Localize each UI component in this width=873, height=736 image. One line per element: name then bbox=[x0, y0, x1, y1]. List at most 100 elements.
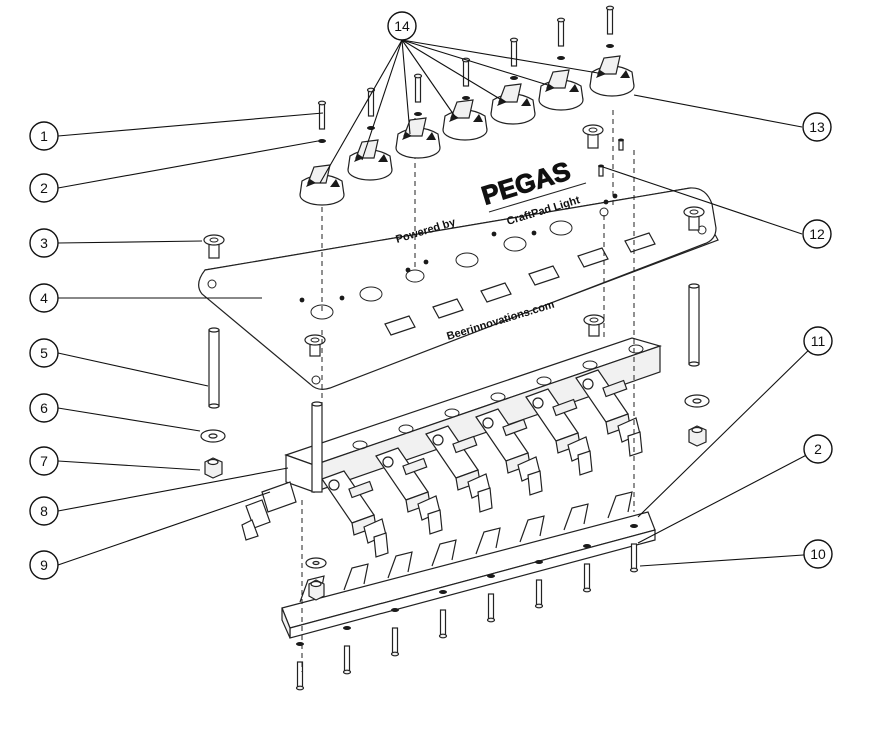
washer-right bbox=[684, 394, 710, 408]
panel-bolt-lower-right bbox=[583, 314, 605, 337]
svg-text:12: 12 bbox=[809, 226, 825, 242]
callout-6: 6 bbox=[29, 393, 59, 423]
set-screw bbox=[413, 73, 423, 116]
bracket-tab bbox=[431, 539, 457, 567]
valve-handle bbox=[490, 83, 536, 125]
washer-left bbox=[200, 429, 226, 443]
svg-text:2: 2 bbox=[40, 180, 48, 196]
callout-2-left: 2 bbox=[29, 173, 59, 203]
valve-handle bbox=[538, 69, 584, 111]
bracket-tab bbox=[563, 503, 589, 531]
set-screw bbox=[461, 57, 471, 100]
panel-screw-head bbox=[405, 267, 411, 273]
bottom-screw bbox=[342, 626, 352, 675]
bracket-tab bbox=[519, 515, 545, 543]
manifold-port bbox=[582, 360, 598, 370]
svg-text:3: 3 bbox=[40, 235, 48, 251]
bottom-screw bbox=[438, 590, 448, 639]
ball-valve bbox=[475, 408, 543, 496]
bottom-bracket bbox=[281, 491, 656, 639]
callout-10: 10 bbox=[803, 539, 833, 569]
panel-screw bbox=[618, 138, 624, 151]
callout-14: 14 bbox=[387, 11, 417, 41]
panel-window bbox=[624, 232, 656, 253]
svg-text:7: 7 bbox=[40, 453, 48, 469]
ball-valve bbox=[321, 470, 389, 558]
bracket-tab bbox=[387, 551, 413, 579]
panel-screw-head bbox=[531, 230, 537, 236]
panel-screw-head bbox=[491, 231, 497, 237]
svg-text:11: 11 bbox=[811, 333, 826, 349]
svg-text:4: 4 bbox=[40, 290, 48, 306]
standoff-right bbox=[688, 283, 700, 367]
callout-4: 4 bbox=[29, 283, 59, 313]
bottom-screw bbox=[582, 544, 592, 593]
nut-bottom bbox=[308, 579, 325, 601]
bottom-screw bbox=[390, 608, 400, 657]
bottom-screw bbox=[295, 642, 305, 691]
manifold-port bbox=[628, 344, 644, 354]
callout-5: 5 bbox=[29, 338, 59, 368]
nut-left bbox=[204, 457, 223, 479]
valve-handle bbox=[299, 164, 345, 206]
bracket-tab bbox=[607, 491, 633, 519]
valve-handle bbox=[347, 139, 393, 181]
panel-screw-head bbox=[339, 295, 345, 301]
callout-11: 11 bbox=[803, 326, 833, 356]
callout-12: 12 bbox=[802, 219, 832, 249]
bracket-tab bbox=[475, 527, 501, 555]
set-screw bbox=[509, 37, 519, 80]
svg-text:10: 10 bbox=[810, 546, 826, 562]
manifold-port bbox=[398, 424, 414, 434]
bottom-screws bbox=[295, 524, 639, 691]
svg-text:9: 9 bbox=[40, 557, 48, 573]
manifold-port bbox=[536, 376, 552, 386]
svg-text:8: 8 bbox=[40, 503, 48, 519]
manifold-port bbox=[490, 392, 506, 402]
set-screw bbox=[317, 100, 327, 143]
standoff-center bbox=[311, 401, 323, 493]
bottom-screw bbox=[629, 524, 639, 573]
ball-valve bbox=[375, 447, 443, 535]
leader-lines bbox=[57, 39, 819, 567]
washer-bottom bbox=[305, 557, 327, 569]
manifold-port bbox=[352, 440, 368, 450]
panel-window bbox=[528, 265, 560, 286]
panel-window bbox=[432, 298, 464, 319]
inlet-fitting bbox=[241, 481, 297, 541]
panel-bolt-lower bbox=[304, 334, 326, 357]
set-screw bbox=[605, 5, 615, 48]
valve-handle bbox=[395, 117, 441, 159]
panel-screw-head bbox=[603, 199, 609, 205]
panel-window bbox=[480, 282, 512, 303]
panel-screw-head bbox=[299, 297, 305, 303]
panel-window bbox=[577, 247, 609, 268]
svg-text:5: 5 bbox=[40, 345, 48, 361]
valve-handle bbox=[589, 55, 635, 97]
assembly-lines bbox=[301, 110, 635, 672]
panel-window bbox=[384, 315, 416, 336]
manifold-port bbox=[444, 408, 460, 418]
set-screw bbox=[556, 17, 566, 60]
svg-text:14: 14 bbox=[394, 18, 410, 34]
ball-valve bbox=[425, 425, 493, 513]
callout-13: 13 bbox=[802, 112, 832, 142]
panel-screw-head bbox=[423, 259, 429, 265]
nut-right bbox=[688, 425, 707, 447]
bottom-screw bbox=[486, 574, 496, 623]
svg-text:2: 2 bbox=[814, 441, 822, 457]
valve-handles bbox=[299, 55, 635, 206]
callout-9: 9 bbox=[29, 550, 59, 580]
ball-valve bbox=[525, 388, 593, 476]
ball-valves bbox=[321, 369, 643, 558]
handle-screws bbox=[317, 5, 624, 177]
svg-text:13: 13 bbox=[809, 119, 825, 135]
callout-3: 3 bbox=[29, 228, 59, 258]
ball-valve bbox=[575, 369, 643, 457]
panel-bolt-top bbox=[582, 124, 604, 149]
bottom-screw bbox=[534, 560, 544, 609]
callout-8: 8 bbox=[29, 496, 59, 526]
svg-text:6: 6 bbox=[40, 400, 48, 416]
panel-screw-head bbox=[612, 193, 618, 199]
